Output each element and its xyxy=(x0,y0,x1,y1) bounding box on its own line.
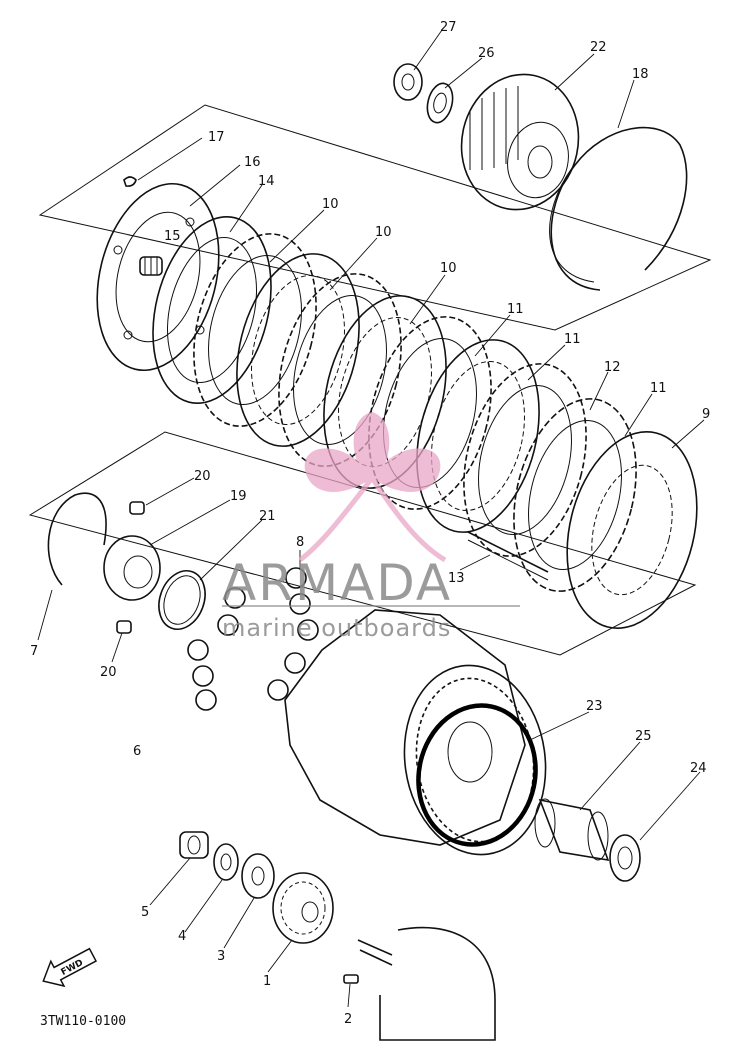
part-pin-20-upper xyxy=(129,501,145,515)
part-drive-gear-1 xyxy=(272,872,334,944)
part-pull-lever-19 xyxy=(103,535,161,601)
callout-13: 13 xyxy=(448,571,465,586)
callout-20a: 20 xyxy=(194,469,211,484)
callout-10b: 10 xyxy=(375,225,392,240)
callout-10a: 10 xyxy=(322,197,339,212)
callout-5: 5 xyxy=(141,905,149,920)
part-washer-3 xyxy=(241,853,275,899)
part-pressure-plate-16 xyxy=(96,182,220,372)
part-spring-15 xyxy=(139,256,163,276)
part-clip-17 xyxy=(123,176,137,187)
part-washer-4 xyxy=(213,843,239,881)
drawing-reference: 3TW110-0100 xyxy=(40,1014,126,1029)
watermark-tagline: marine outboards xyxy=(222,614,451,642)
callout-18: 18 xyxy=(632,67,649,82)
callout-15: 15 xyxy=(164,229,181,244)
part-plate-9 xyxy=(566,431,698,629)
part-crankshaft-key-2 xyxy=(343,926,496,1041)
callout-8: 8 xyxy=(296,535,304,550)
fwd-arrow-icon: FWD xyxy=(42,947,98,988)
callout-25: 25 xyxy=(635,729,652,744)
part-bushing-5 xyxy=(179,831,209,859)
leader-lines xyxy=(37,29,705,1008)
callout-1: 1 xyxy=(263,974,271,989)
part-clutch-boss-22 xyxy=(460,73,580,211)
callout-12: 12 xyxy=(604,360,621,375)
callout-11a: 11 xyxy=(507,302,524,317)
watermark-brand: ARMADA xyxy=(222,554,452,612)
watermark-logo xyxy=(298,412,447,563)
part-wire-clip-7 xyxy=(47,492,107,586)
callout-27: 27 xyxy=(440,20,457,35)
callout-7: 7 xyxy=(30,644,38,659)
part-washer-24 xyxy=(609,834,641,882)
callout-4: 4 xyxy=(178,929,186,944)
part-pin-20-lower xyxy=(116,620,132,634)
plate-group-frame xyxy=(38,104,712,331)
callout-22: 22 xyxy=(590,40,607,55)
part-spacer-25 xyxy=(534,798,610,862)
part-highlight-ring-23 xyxy=(416,703,538,847)
callout-23: 23 xyxy=(586,699,603,714)
callout-17: 17 xyxy=(208,130,225,145)
part-ring-21 xyxy=(158,570,206,630)
callout-11c: 11 xyxy=(650,381,667,396)
part-nut-27 xyxy=(393,63,423,101)
boss-group-frame xyxy=(28,431,697,656)
callout-26: 26 xyxy=(478,46,495,61)
part-circlip-18 xyxy=(549,126,688,291)
callout-6: 6 xyxy=(133,744,141,759)
part-washer-26 xyxy=(426,82,454,124)
clutch-plate-stack xyxy=(193,233,587,557)
callout-9: 9 xyxy=(702,407,710,422)
callout-24: 24 xyxy=(690,761,707,776)
callout-11b: 11 xyxy=(564,332,581,347)
callout-21: 21 xyxy=(259,509,276,524)
part-push-rod-13 xyxy=(467,531,549,581)
callout-2: 2 xyxy=(344,1012,352,1027)
callout-20b: 20 xyxy=(100,665,117,680)
part-plate-12 xyxy=(513,398,637,592)
callout-10c: 10 xyxy=(440,261,457,276)
callout-16: 16 xyxy=(244,155,261,170)
part-plate-14 xyxy=(152,216,272,404)
callout-3: 3 xyxy=(217,949,225,964)
callout-14: 14 xyxy=(258,174,275,189)
part-balls-8 xyxy=(187,567,319,711)
callout-19: 19 xyxy=(230,489,247,504)
